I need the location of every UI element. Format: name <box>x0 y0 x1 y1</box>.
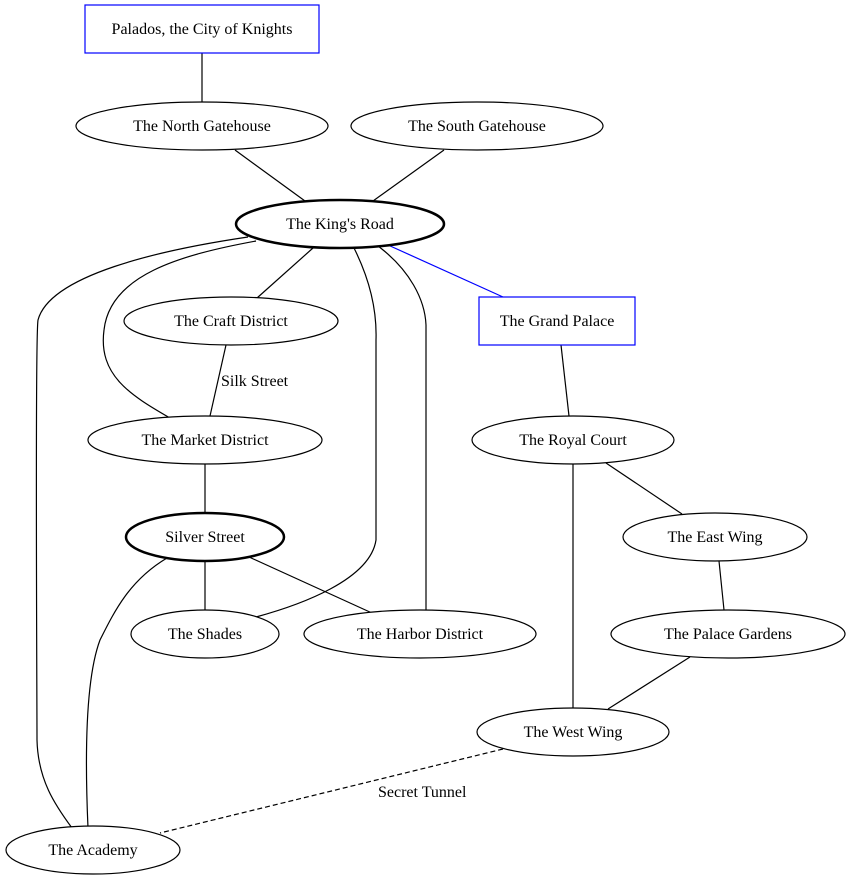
node-shape <box>478 296 636 346</box>
node-gardens: The Palace Gardens <box>610 609 846 659</box>
node-label: The Grand Palace <box>500 313 615 330</box>
node-label: The Shades <box>168 626 242 643</box>
edge-kings_road-market <box>102 240 257 419</box>
node-label: The Harbor District <box>357 626 484 643</box>
node-shape <box>610 609 846 659</box>
edge-royal_court-east_wing <box>605 462 683 515</box>
node-label: Silver Street <box>165 529 245 546</box>
node-label: The Academy <box>48 842 137 859</box>
node-kings-road: The King's Road <box>234 198 446 250</box>
node-silver: Silver Street <box>124 511 286 563</box>
node-shape <box>303 609 537 659</box>
node-shape <box>84 4 320 54</box>
edge-south_gate-kings_road <box>372 149 445 202</box>
node-north-gate: The North Gatehouse <box>75 101 329 151</box>
node-grand-palace: The Grand Palace <box>478 296 636 346</box>
edge-label: Secret Tunnel <box>378 784 467 801</box>
edge-label: Silk Street <box>221 373 289 390</box>
node-west-wing: The West Wing <box>476 707 670 757</box>
edge-north_gate-kings_road <box>234 149 306 202</box>
node-shape <box>622 512 808 562</box>
node-south-gate: The South Gatehouse <box>350 101 604 151</box>
node-shape <box>350 101 604 151</box>
node-palados: Palados, the City of Knights <box>84 4 320 54</box>
node-shape <box>124 511 286 563</box>
node-shape <box>123 296 339 346</box>
node-shape <box>130 609 280 659</box>
edge-grand_palace-royal_court <box>560 344 570 417</box>
node-craft: The Craft District <box>123 296 339 346</box>
node-shades: The Shades <box>130 609 280 659</box>
edge-kings_road-academy <box>35 236 249 829</box>
edge-west_wing-academy <box>159 748 504 834</box>
node-harbor: The Harbor District <box>303 609 537 659</box>
node-label: The West Wing <box>524 724 623 741</box>
node-shape <box>5 825 181 875</box>
node-academy: The Academy <box>5 825 181 875</box>
edge-gardens-west_wing <box>607 656 691 710</box>
node-label: Palados, the City of Knights <box>112 21 293 38</box>
node-label: The North Gatehouse <box>133 118 271 135</box>
edge-kings_road-shades <box>255 247 377 618</box>
node-royal-court: The Royal Court <box>471 415 675 465</box>
edge-craft-market <box>209 344 227 417</box>
node-shape <box>471 415 675 465</box>
node-label: The King's Road <box>286 216 394 233</box>
node-label: The East Wing <box>667 529 762 546</box>
edge-kings_road-harbor <box>377 245 427 610</box>
edge-silver-academy <box>85 557 168 829</box>
node-label: The Craft District <box>174 313 288 330</box>
node-market: The Market District <box>87 415 323 465</box>
node-label: The Palace Gardens <box>664 626 792 643</box>
node-label: The Market District <box>141 432 269 449</box>
edge-silver-harbor <box>248 556 373 614</box>
node-shape <box>476 707 670 757</box>
edge-kings_road-craft <box>256 247 314 299</box>
node-shape <box>234 198 446 250</box>
edge-kings_road-grand_palace <box>387 244 504 298</box>
edge-east_wing-gardens <box>718 560 725 611</box>
node-east-wing: The East Wing <box>622 512 808 562</box>
node-label: The Royal Court <box>519 432 627 449</box>
node-shape <box>75 101 329 151</box>
node-label: The South Gatehouse <box>408 118 546 135</box>
node-shape <box>87 415 323 465</box>
